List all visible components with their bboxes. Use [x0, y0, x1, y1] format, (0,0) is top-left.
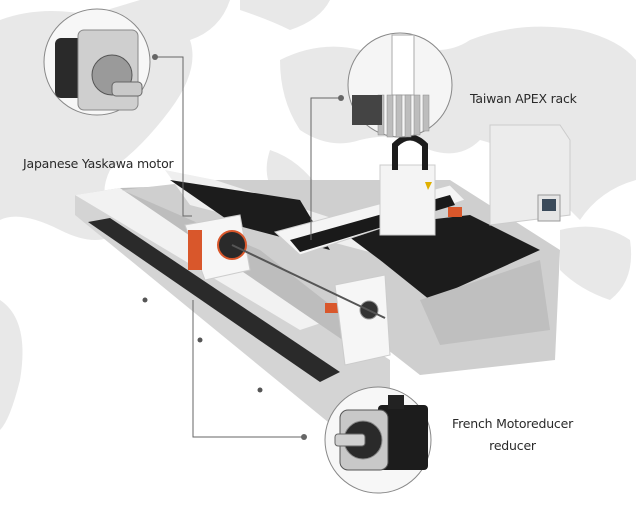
leader-rack	[310, 97, 340, 240]
callout-label-motor: Japanese Yaskawa motor	[23, 156, 174, 171]
callout-label-reducer: French Motoreducer reducer	[452, 413, 573, 457]
leader-lines	[155, 56, 340, 438]
rack-detail-circle	[347, 32, 453, 138]
callout-label-reducer-line1-text: French Motoreducer	[452, 416, 574, 431]
leader-reducer	[192, 300, 304, 438]
leader-dot-reducer	[301, 434, 307, 440]
leader-dot-motor	[152, 54, 158, 60]
leader-motor	[155, 56, 192, 217]
laser-cutting-machine	[75, 124, 571, 453]
reducer-detail-circle	[324, 386, 432, 494]
callout-label-rack: Taiwan APEX rack	[470, 91, 577, 106]
motor-detail-circle	[43, 8, 151, 116]
leader-dot-rack	[338, 95, 344, 101]
callout-label-reducer-line2-text: reducer	[489, 438, 536, 453]
